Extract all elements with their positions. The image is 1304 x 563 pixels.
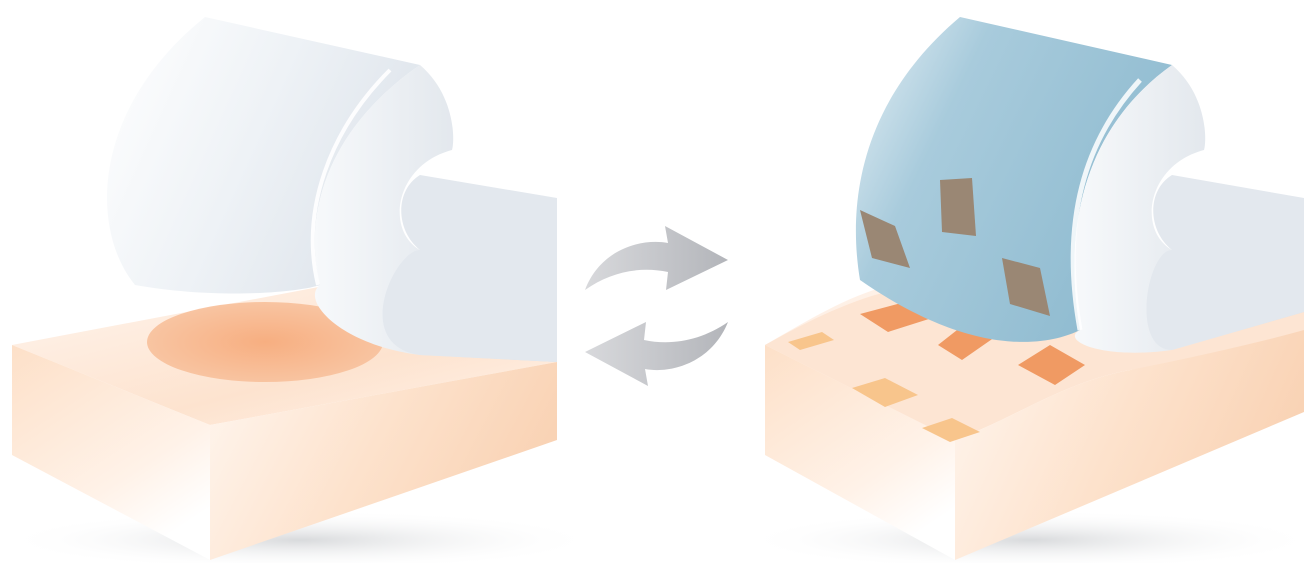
left-block-side-face xyxy=(210,362,557,560)
right-sheet-flat-tail xyxy=(1146,175,1304,350)
sheet-patch xyxy=(940,178,976,236)
block-patch xyxy=(788,332,834,350)
right-sheet-roll xyxy=(855,17,1172,342)
sheet-patch xyxy=(1002,258,1050,316)
right-panel xyxy=(740,17,1304,563)
right-block-shadow xyxy=(740,510,1304,563)
right-block-front-face xyxy=(765,345,955,560)
left-sheet-flat-tail xyxy=(382,175,557,362)
right-block-side-face xyxy=(955,330,1304,560)
left-contact-spot xyxy=(147,302,383,382)
left-block-front-face xyxy=(12,345,210,560)
exchange-arrows xyxy=(585,226,728,386)
right-sheet-highlight xyxy=(1070,78,1142,331)
block-patch xyxy=(1018,345,1085,385)
curved-arrow-right-icon xyxy=(585,226,728,290)
left-sheet-highlight xyxy=(310,68,392,286)
curved-arrow-left-icon xyxy=(585,322,728,386)
left-sheet-roll xyxy=(107,17,420,294)
block-patch xyxy=(852,378,918,407)
block-patch xyxy=(922,418,980,442)
sheet-patch xyxy=(860,210,910,268)
left-panel xyxy=(0,17,600,563)
